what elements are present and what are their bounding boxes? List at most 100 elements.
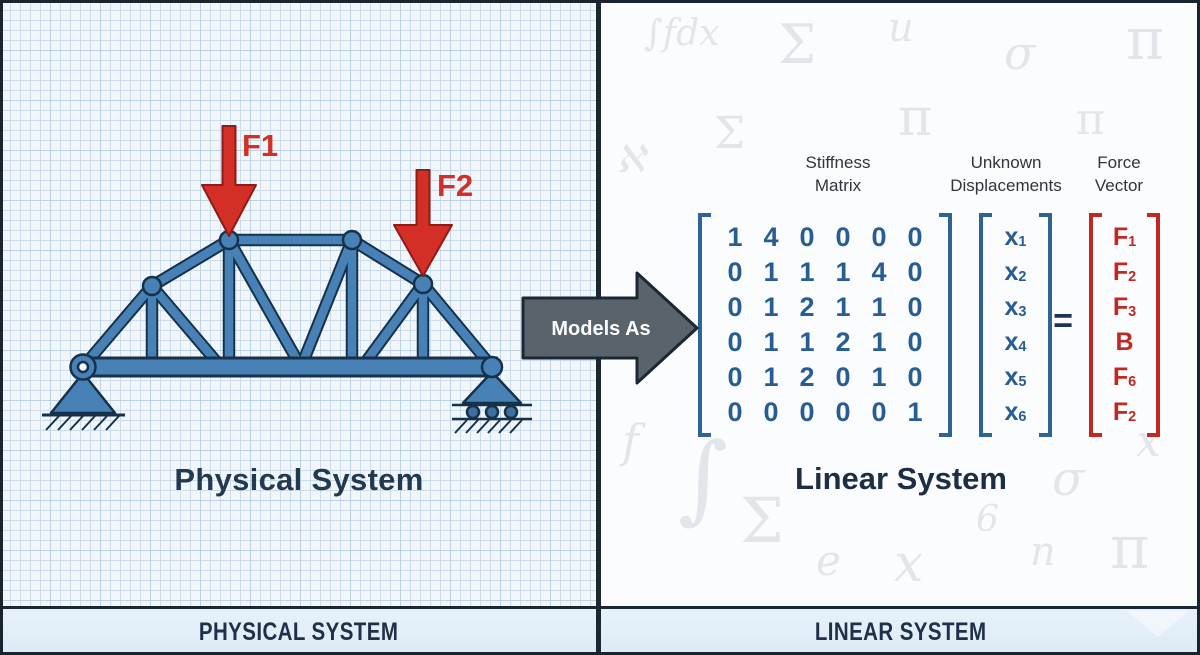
pin-support [42, 371, 125, 431]
matrix-cell: 2 [835, 327, 851, 357]
matrix-cell: 1 [835, 292, 851, 322]
matrix-cell: 1 [799, 327, 815, 357]
background-math-symbol: 6 [976, 499, 999, 540]
background-math-symbol: π [1126, 5, 1165, 73]
matrix-cell: 1 [763, 362, 779, 392]
footer-physical-system-text: PHYSICAL SYSTEM [199, 617, 399, 646]
matrix-cell: 0 [871, 397, 887, 427]
linear-system-title: Linear System [795, 461, 1007, 496]
force-f2-label: F2 [437, 168, 473, 203]
matrix-cell: 0 [799, 397, 815, 427]
force-arrow-f1 [201, 125, 257, 237]
unknown-displacements-label: Unknown Displacements [950, 153, 1062, 195]
matrix-cell: 1 [907, 397, 923, 427]
stiffness-matrix-label: Stiffness Matrix [805, 153, 871, 195]
truss-members [78, 235, 497, 372]
matrix-cell: 0 [907, 327, 923, 357]
matrix-cell: 2 [799, 362, 815, 392]
truss-joints [69, 229, 504, 381]
matrix-cell: 0 [799, 222, 815, 252]
matrix-cell: 0 [907, 257, 923, 287]
arrow-shape [521, 271, 699, 385]
background-math-symbol: n [1030, 529, 1056, 575]
footer-linear-system-text: LINEAR SYSTEM [815, 617, 987, 646]
matrix-cell: 4 [871, 257, 887, 287]
background-math-symbol: π [898, 88, 933, 148]
force-vector-label: Force Vector [1094, 153, 1144, 195]
right-bracket [939, 213, 952, 437]
matrix-cell: 0 [835, 222, 851, 252]
right-bracket [1039, 213, 1052, 437]
background-math-symbol: f [622, 414, 640, 468]
matrix-cell: 1 [871, 292, 887, 322]
matrix-cell: 1 [763, 292, 779, 322]
background-math-symbol: ∫fdx [644, 13, 720, 54]
background-math-symbol: e [816, 536, 841, 585]
vector-cell: B [1115, 328, 1134, 356]
physical-system-title: Physical System [174, 462, 424, 497]
matrix-cell: 0 [727, 327, 743, 357]
background-math-symbol: σ [1004, 26, 1036, 80]
matrix-cell: 0 [907, 362, 923, 392]
matrix-cell: 0 [727, 362, 743, 392]
background-math-symbol: Σ [714, 108, 746, 159]
background-math-symbol: u [888, 5, 914, 51]
left-bracket [979, 213, 992, 437]
roller-support [452, 370, 532, 434]
equals-sign: = [1053, 302, 1073, 340]
footer-linear-system-label: LINEAR SYSTEM [602, 609, 1200, 655]
matrix-cell: 1 [799, 257, 815, 287]
background-math-symbol: ℵ [616, 137, 645, 181]
matrix-cell: 0 [907, 292, 923, 322]
matrix-cell: 1 [871, 362, 887, 392]
matrix-cell: 1 [835, 257, 851, 287]
background-math-symbol: π [1076, 94, 1105, 145]
matrix-cell: 0 [727, 292, 743, 322]
matrix-cell: 0 [835, 362, 851, 392]
linear-system-panel: ∫fdx Σ u σ π Σ π π ℵ f ∫ Σ e x 6 σ n π x… [602, 0, 1200, 607]
matrix-cell: 0 [907, 222, 923, 252]
matrix-cell: 1 [871, 327, 887, 357]
matrix-cell: 1 [763, 327, 779, 357]
background-math-symbol: σ [1052, 451, 1085, 507]
background-math-symbol: Σ [740, 484, 784, 557]
models-as-arrow: Models As [521, 271, 699, 385]
matrix-cell: 0 [727, 257, 743, 287]
force-f1-label: F1 [242, 128, 278, 163]
matrix-cell: 0 [871, 222, 887, 252]
matrix-cell: 1 [727, 222, 743, 252]
background-math-symbol: π [1110, 513, 1150, 583]
background-math-symbol: ∫ [678, 422, 729, 534]
matrix-cell: 1 [763, 257, 779, 287]
footer-physical-system-label: PHYSICAL SYSTEM [0, 609, 598, 655]
matrix-cell: 2 [799, 292, 815, 322]
models-as-label: Models As [551, 318, 650, 340]
matrix-cell: 0 [835, 397, 851, 427]
left-bracket [1089, 213, 1102, 437]
force-arrow-f2 [393, 169, 453, 277]
physical-system-panel: F1 F2 Physical System [0, 0, 598, 607]
left-bracket [698, 213, 711, 437]
background-math-symbol: x [894, 534, 924, 594]
right-bracket [1147, 213, 1160, 437]
matrix-cell: 4 [763, 222, 779, 252]
truss-bridge-diagram: F1 F2 [42, 125, 532, 434]
